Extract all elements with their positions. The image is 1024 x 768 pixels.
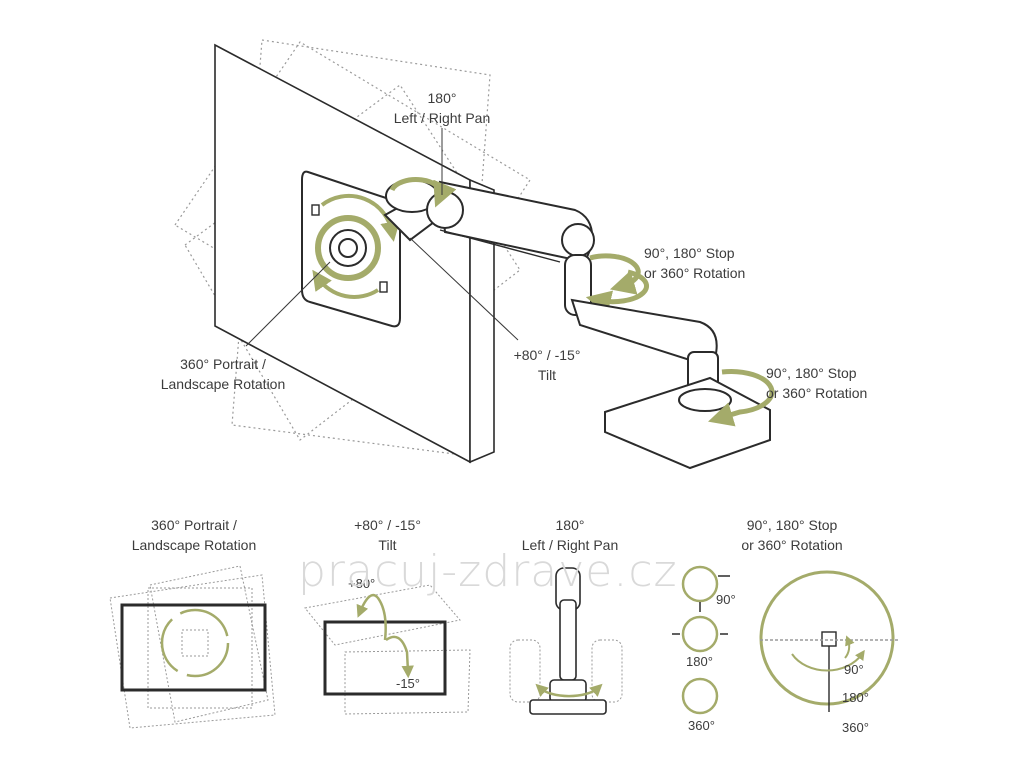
lower-rotation-label: 90°, 180° Stop or 360° Rotation (766, 365, 868, 401)
panel-rotation-title: 360° Portrait / Landscape Rotation (131, 517, 257, 553)
watermark: pracuj-zdrave.cz (298, 546, 678, 597)
dial-180-mark: 180° (842, 690, 869, 705)
tilt-label: +80° / -15° Tilt (513, 347, 581, 383)
stop-360-mark: 360° (688, 718, 715, 733)
portrait-label: 360° Portrait / Landscape Rotation (160, 356, 286, 392)
upper-arm (383, 179, 595, 264)
pan-label: 180° Left / Right Pan (393, 90, 491, 126)
panel-pan-title: 180° Left / Right Pan (521, 517, 619, 553)
pan-arrow (389, 177, 457, 208)
panel-tilt-title: +80° / -15° Tilt (354, 517, 421, 553)
stop-90-mark: 90° (716, 592, 736, 607)
vesa-plate (301, 170, 401, 328)
leader-lines (245, 128, 519, 347)
desk-base (604, 351, 771, 470)
dial-90-mark: 90° (844, 662, 864, 677)
panel-stops (672, 565, 900, 715)
base-rotation-arrow (708, 369, 775, 427)
panel-rotation (109, 565, 276, 729)
panel-stops-title: 90°, 180° Stop or 360° Rotation (741, 517, 843, 553)
tilt-up-mark: +80° (348, 576, 376, 591)
stop-180-mark: 180° (686, 654, 713, 669)
main-arm-illustration (174, 39, 775, 470)
tilt-down-mark: -15° (396, 676, 420, 691)
panel-tilt (304, 584, 471, 715)
upper-rotation-label: 90°, 180° Stop or 360° Rotation (644, 245, 746, 281)
panel-pan (509, 567, 623, 715)
dial-360-mark: 360° (842, 720, 869, 735)
elbow-rotation-arrow (585, 269, 650, 316)
